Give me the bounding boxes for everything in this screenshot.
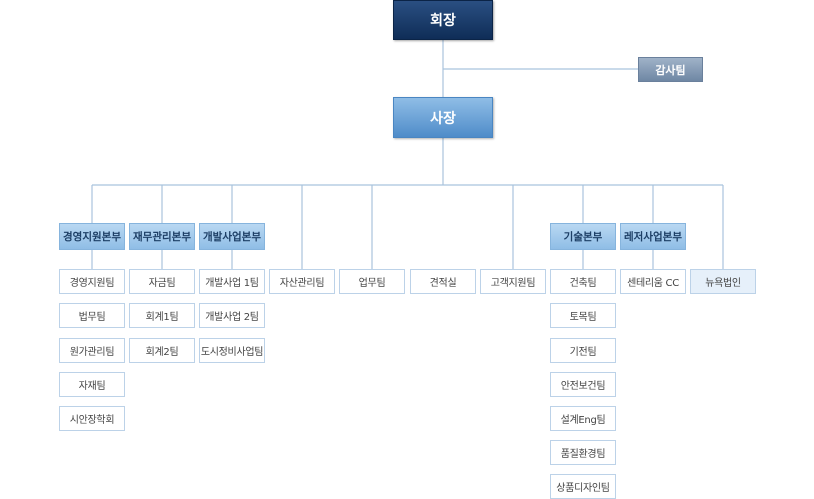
team-box: 개발사업 1팀: [199, 269, 265, 294]
team-box: 기전팀: [550, 338, 616, 363]
audit-team-box: 감사팀: [638, 57, 703, 82]
division-technology: 기술본부: [550, 223, 616, 250]
team-box: 원가관리팀: [59, 338, 125, 363]
team-box: 설계Eng팀: [550, 406, 616, 431]
team-estimation: 견적실: [410, 269, 476, 294]
team-box: 자금팀: [129, 269, 195, 294]
team-box: 개발사업 2팀: [199, 303, 265, 328]
division-finance: 재무관리본부: [129, 223, 195, 250]
team-box: 회계1팀: [129, 303, 195, 328]
team-box: 경영지원팀: [59, 269, 125, 294]
team-box: 시안장학회: [59, 406, 125, 431]
division-development: 개발사업본부: [199, 223, 265, 250]
team-box: 법무팀: [59, 303, 125, 328]
team-box: 회계2팀: [129, 338, 195, 363]
team-box: 상품디자인팀: [550, 474, 616, 499]
team-box: 자재팀: [59, 372, 125, 397]
team-customer-support: 고객지원팀: [480, 269, 546, 294]
newyork-corp-box: 뉴욕법인: [690, 269, 756, 294]
division-management-support: 경영지원본부: [59, 223, 125, 250]
team-box: 안전보건팀: [550, 372, 616, 397]
team-business: 업무팀: [339, 269, 405, 294]
team-box: 도시정비사업팀: [199, 338, 265, 363]
team-box: 토목팀: [550, 303, 616, 328]
team-box: 센테리움 CC: [620, 269, 686, 294]
division-leisure: 레저사업본부: [620, 223, 686, 250]
team-box: 건축팀: [550, 269, 616, 294]
ceo-box: 사장: [393, 97, 493, 138]
team-asset-management: 자산관리팀: [269, 269, 335, 294]
chairman-box: 회장: [393, 0, 493, 40]
team-box: 품질환경팀: [550, 440, 616, 465]
